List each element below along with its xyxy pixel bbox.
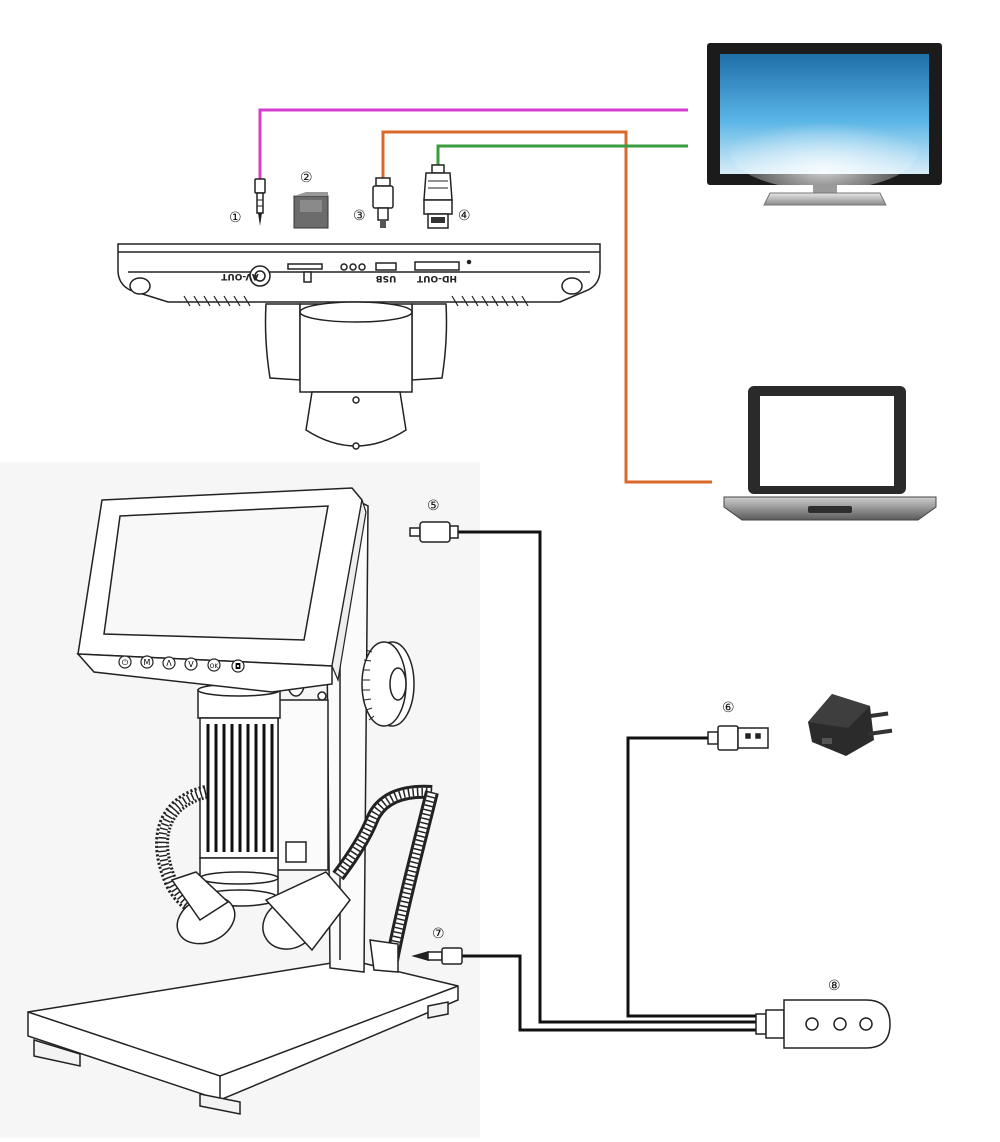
power-button[interactable]: ⏻ [118,655,132,669]
power-adapter-icon [808,694,893,756]
callout-7: ⑦ [432,926,445,942]
microscope-top-view [117,243,601,450]
cable-5 [458,530,756,1024]
callout-1: ① [229,210,242,226]
ok-button[interactable]: OK [207,658,221,672]
capture-button[interactable]: ◘ [231,659,245,673]
av-jack-icon [254,178,266,226]
cable-6 [626,736,756,1018]
laptop [723,386,937,521]
hdmi-plug-icon [423,164,453,229]
ok-glyph: OK [210,663,220,670]
gooseneck-lamp-left [155,785,236,945]
av-jack-icon [411,947,463,965]
tv-monitor [707,43,942,206]
callout-8: ⑧ [828,978,841,994]
usb-cable [381,130,712,484]
cable-7 [462,954,756,1032]
hdmi-cable [436,144,688,165]
down-button[interactable]: V [184,657,198,671]
power-glyph: ⏻ [122,658,129,667]
av-out-port-label: AV-OUT [220,271,258,281]
gooseneck-lamp-right [262,784,439,973]
capture-glyph: ◘ [235,662,241,671]
led-controller [755,999,891,1049]
callout-5: ⑤ [427,498,440,514]
up-glyph: Λ [166,659,172,668]
usb-port-label: USB [376,273,397,283]
hd-out-port-label: HD-OUT [416,273,457,283]
micro-usb-icon [372,177,394,228]
callout-3: ③ [353,208,366,224]
monitor-screen [103,505,329,641]
callout-4: ④ [458,208,471,224]
av-cable [258,108,688,180]
mode-button[interactable]: M [140,655,154,669]
up-button[interactable]: Λ [162,656,176,670]
laptop-screen [760,396,894,486]
mode-glyph: M [144,658,151,667]
micro-usb-icon [409,521,459,543]
microscope-lens [197,683,281,907]
callout-6: ⑥ [722,700,735,716]
down-glyph: V [188,660,194,669]
callout-2: ② [300,170,313,186]
sd-card-icon [293,192,329,229]
usb-a-plug-icon [707,725,769,751]
monitor-buttons: ⏻ M Λ V OK ◘ [118,655,245,673]
